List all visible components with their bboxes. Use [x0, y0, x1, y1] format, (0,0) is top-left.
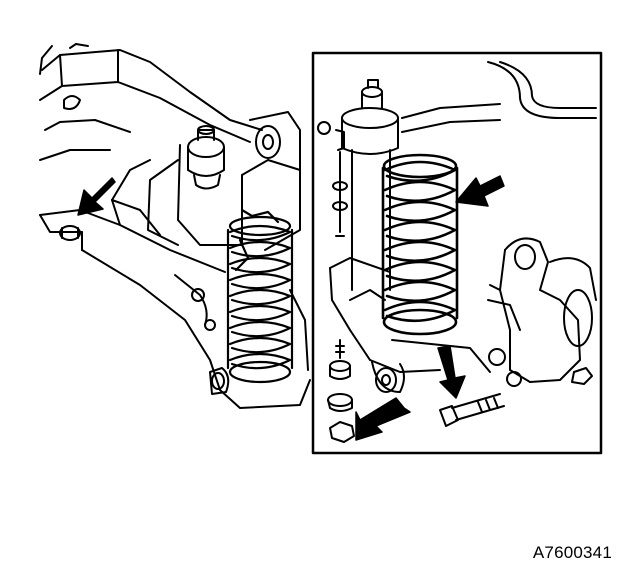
callout-arrow-icon — [455, 175, 505, 207]
stabilizer-bar — [401, 61, 597, 133]
main-view — [39, 43, 311, 409]
callout-arrow-icon — [437, 345, 466, 399]
stabilizer-link — [317, 121, 348, 237]
inset-frame — [311, 51, 603, 455]
coil-spring-icon — [381, 153, 459, 336]
callout-arrow-icon — [77, 177, 116, 216]
nut-icon — [329, 421, 355, 443]
spring-tower — [147, 111, 301, 251]
washer-icon — [327, 393, 353, 407]
detail-inset — [311, 51, 603, 455]
inset-lower-arm — [329, 257, 491, 393]
callout-arrow-icon — [355, 397, 411, 441]
bolt-icon — [439, 393, 505, 427]
coil-spring-icon — [226, 208, 294, 384]
pivot-bolt — [59, 225, 81, 241]
lower-control-arm — [39, 159, 311, 409]
frame-rail — [39, 43, 263, 161]
fastener-stack — [327, 339, 355, 443]
steering-knuckle — [487, 237, 597, 387]
figure-reference-code: A7600341 — [532, 543, 612, 562]
